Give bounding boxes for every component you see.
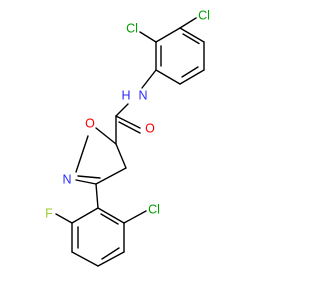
- atom-label-chlorine: Cl: [148, 202, 160, 216]
- bond: [55, 213, 73, 224]
- double-bond: [182, 33, 200, 45]
- bond: [155, 27, 181, 43]
- bond: [123, 210, 147, 224]
- molecule-structure-diagram: Cl Cl N H O O N F Cl: [45, 8, 210, 267]
- atom-label-chlorine: Cl: [198, 8, 210, 22]
- bond: [155, 69, 181, 85]
- bond: [139, 31, 157, 43]
- bond: [115, 103, 129, 117]
- double-bond: [77, 175, 101, 179]
- bond: [97, 251, 125, 267]
- bond: [75, 135, 89, 173]
- atom-label-nitrogen: N: [62, 172, 71, 186]
- dichlorophenyl-ring: [155, 27, 205, 85]
- double-bond: [181, 66, 199, 78]
- double-bond: [100, 213, 119, 225]
- double-bond: [75, 179, 97, 185]
- bond: [95, 183, 99, 209]
- atom-label-oxygen: O: [145, 121, 155, 135]
- double-bond: [101, 247, 120, 260]
- atom-label-fluorine: F: [45, 206, 53, 220]
- bond: [95, 167, 127, 185]
- atom-label-chlorine: Cl: [126, 21, 138, 35]
- bond: [71, 251, 99, 267]
- bond: [179, 27, 205, 43]
- bond: [179, 69, 205, 85]
- double-bond: [115, 115, 141, 129]
- chlorofluorophenyl-ring: [71, 207, 125, 267]
- bond: [179, 17, 197, 29]
- atom-label-hydrogen: H: [121, 88, 130, 102]
- atom-label-nitrogen: N: [138, 88, 147, 102]
- atom-label-oxygen: O: [85, 116, 95, 130]
- bond: [141, 69, 157, 89]
- double-bond: [118, 121, 141, 134]
- bond: [97, 207, 125, 224]
- bond: [115, 143, 127, 169]
- structure-canvas: Cl Cl N H O O N F Cl: [45, 8, 210, 267]
- bond: [71, 207, 99, 224]
- bond: [95, 127, 117, 145]
- isoxazoline-ring: [75, 127, 127, 185]
